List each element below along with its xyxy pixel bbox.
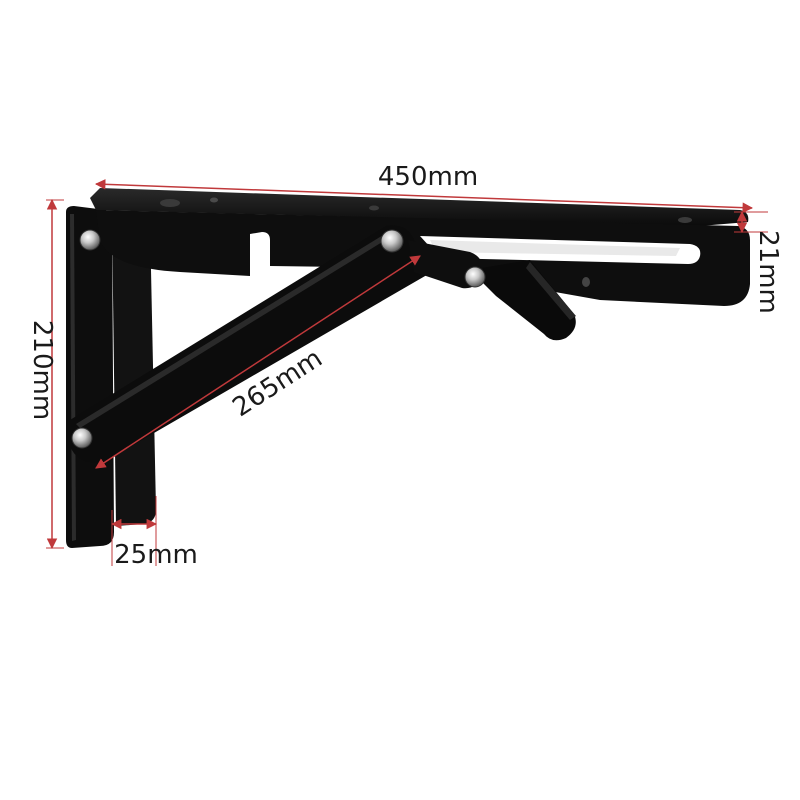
dimension-label-profile-height: 21mm <box>753 230 783 314</box>
dimension-label-height: 210mm <box>27 320 57 420</box>
rivet-top-left <box>79 229 101 251</box>
dimension-label-length: 450mm <box>378 162 478 192</box>
top-arm-slot-inner <box>430 240 680 256</box>
dimension-label-profile-width: 25mm <box>114 540 198 570</box>
rivet-arm-top <box>380 229 404 253</box>
top-hole-large <box>160 199 180 207</box>
rivet-bottom-left <box>71 427 93 449</box>
dimension-line-length <box>94 179 754 213</box>
release-lever <box>470 260 576 341</box>
top-hole-mid <box>369 205 379 211</box>
front-hole <box>582 277 590 287</box>
release-lever-edge <box>526 262 576 320</box>
link-plate <box>408 240 483 289</box>
top-hole-small <box>210 197 218 203</box>
rivet-slider <box>464 266 486 288</box>
vertical-leg-highlight <box>70 214 76 541</box>
dimension-line-arm <box>95 255 421 469</box>
shelf-bracket <box>66 188 750 548</box>
top-hole-end <box>678 217 692 223</box>
